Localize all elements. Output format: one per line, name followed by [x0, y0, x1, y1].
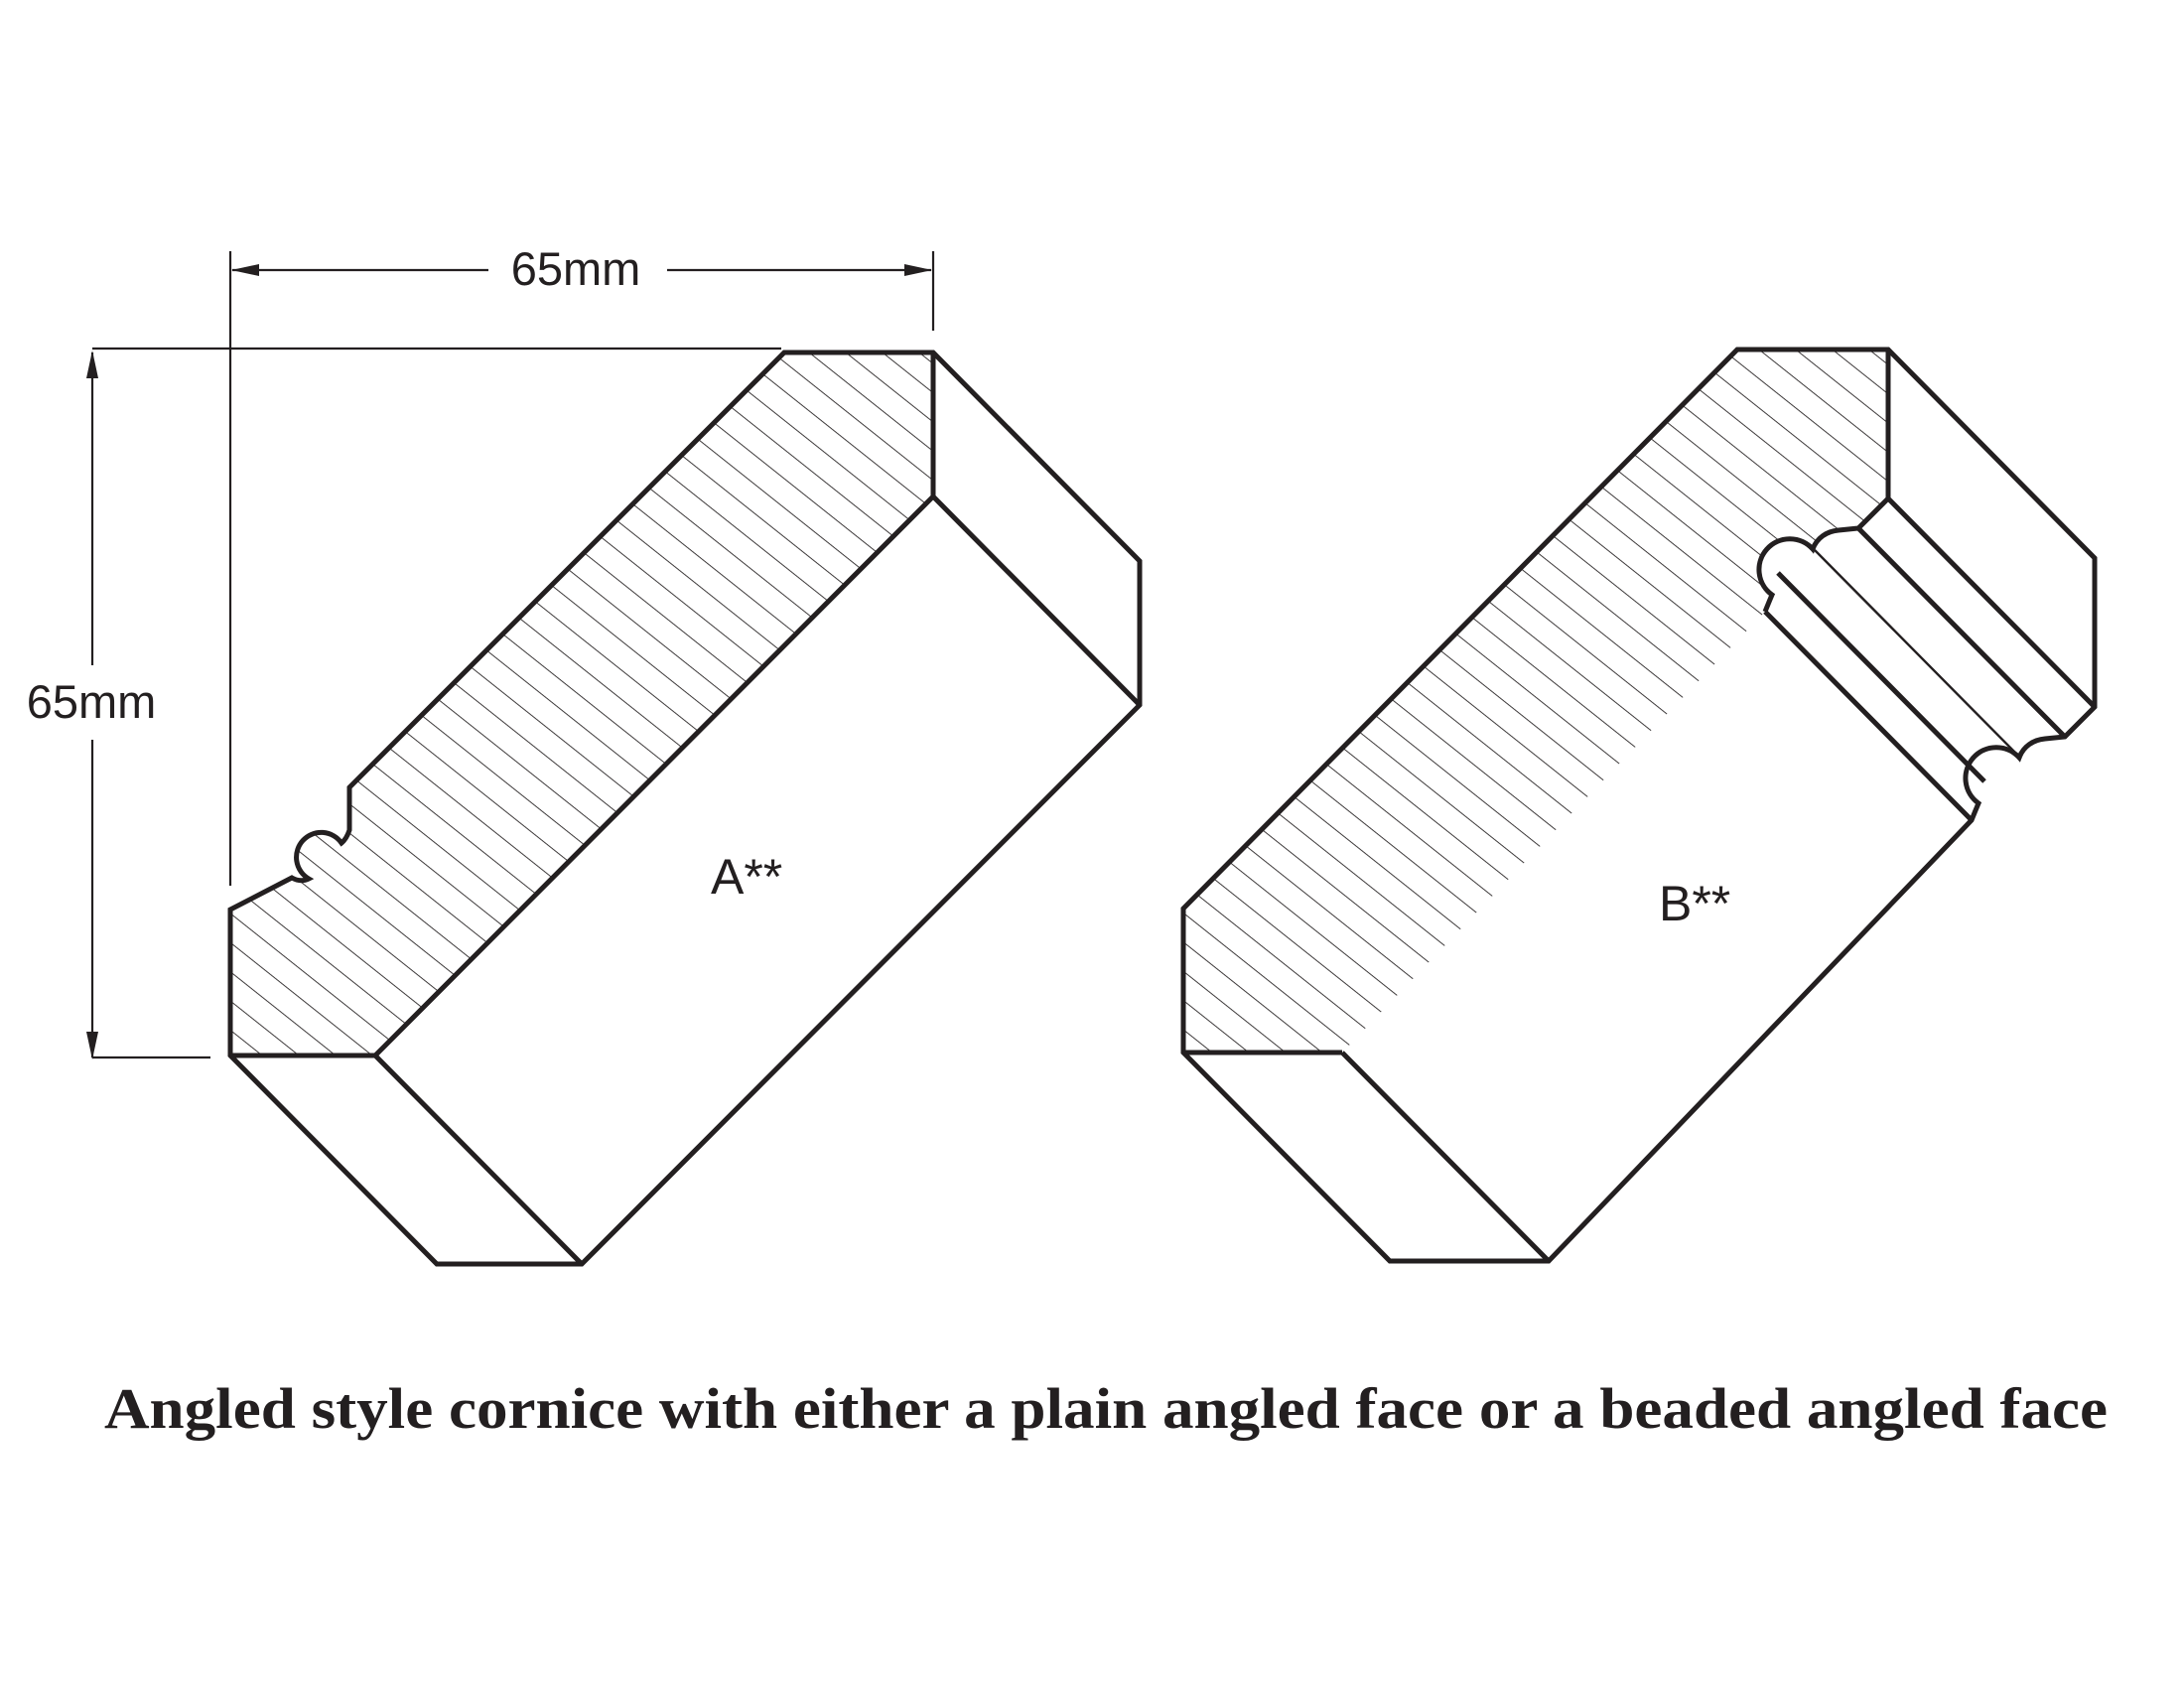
cornice-a-drawing: [227, 350, 1143, 1267]
arrowhead-down-icon: [86, 1032, 98, 1059]
cornice-b-internal-edges: [1183, 350, 2097, 1263]
cornice-b-section-hatch: [1183, 350, 1888, 1053]
cornice-b-near-bead-profile: [1756, 496, 1890, 613]
cornice-a-internal-edges: [230, 352, 1142, 1266]
dimension-width: 65mm: [228, 242, 935, 886]
arrowhead-right-icon: [904, 264, 932, 276]
shape-b-label: B**: [1659, 876, 1730, 931]
cornice-a-section-hatch: [230, 352, 933, 1055]
width-dimension-label: 65mm: [511, 242, 641, 295]
arrowhead-left-icon: [231, 264, 259, 276]
caption: Angled style cornice with either a plain…: [104, 1376, 2108, 1441]
arrowhead-up-icon: [86, 351, 98, 378]
cornice-a-outline: [227, 350, 1143, 1267]
dimension-height: 65mm: [27, 347, 781, 1059]
cornice-b-outline: [1180, 347, 2098, 1264]
cornice-b-quirk-line: [1814, 549, 2022, 760]
shape-a-label: A**: [711, 849, 782, 905]
cornice-b-drawing: [1180, 347, 2098, 1264]
height-dimension-label: 65mm: [27, 675, 157, 728]
